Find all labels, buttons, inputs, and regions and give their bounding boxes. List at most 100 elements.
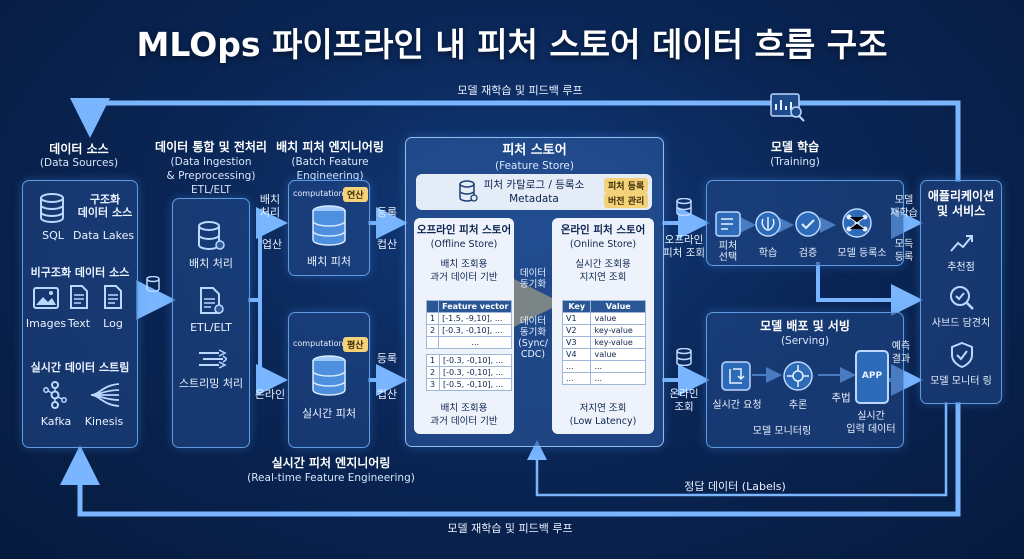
streaming-label: 실시간 데이터 스트림 xyxy=(30,361,130,374)
arrow-ingestion-split xyxy=(248,207,288,302)
data-lakes-label: Data Lakes xyxy=(73,229,135,242)
labels-feedback-label: 정답 데이터 (Labels) xyxy=(684,480,786,493)
realtime-input-label: 실시간 입력 데이터 xyxy=(846,411,896,435)
table-row: 1[-0.3, -0,10], ... xyxy=(426,354,513,367)
online-store-title: 온라인 피처 스토어 xyxy=(560,224,646,236)
image-icon xyxy=(33,287,59,309)
batch-eng-box: computation 연산 배치 피처 xyxy=(288,180,370,276)
table-row: ...... xyxy=(561,360,646,373)
offline-store-desc: 배치 조회용 과거 데이터 기반 xyxy=(430,259,498,283)
data-sources-title: 데이터 소스 xyxy=(49,142,109,156)
table-row: 2[-0.3, -0,10], ... xyxy=(426,366,513,379)
sync-cdc-label: 데이터 동기화 (Sync/ CDC) xyxy=(518,316,548,360)
kafka-label: Kafka xyxy=(40,415,72,428)
batch-in-label: 배치 처리 xyxy=(259,193,281,219)
ingestion-subtitle: (Data Ingestion & Preprocessing) ETL/ELT xyxy=(166,156,256,196)
apps-box: 애플리케이션 및 서비스 추천점 사브드 담견치 모델 모니터 링 xyxy=(920,180,1002,404)
training-subtitle: (Training) xyxy=(770,156,820,168)
recommend-trend-icon xyxy=(950,235,973,252)
validate-label: 검증 xyxy=(798,248,818,259)
app-phone-icon: APP xyxy=(855,350,889,404)
version-mgmt-badge: 버전 관리 xyxy=(604,193,649,208)
recommend-label: 추천점 xyxy=(947,262,975,273)
ingestion-title: 데이터 통합 및 전처리 xyxy=(155,140,267,154)
top-loop-label: 모델 재학습 및 피드백 루프 xyxy=(457,84,583,97)
offline-store-panel: 오프라인 피처 스토어 (Offline Store) 배치 조회용 과거 데이… xyxy=(414,218,514,434)
table-row: ... xyxy=(425,336,513,349)
rt-feature-label: 실시간 피처 xyxy=(301,407,357,420)
online-store-footer: 저지연 조회 (Low Latency) xyxy=(569,403,637,427)
training-box: 피처 선택 학습 검증 모델 등록소 xyxy=(706,180,904,266)
table-row: ...... xyxy=(561,372,646,385)
batch-processing-label: 배치 처리 xyxy=(189,257,233,270)
streaming-icon xyxy=(199,349,227,369)
fraud-search-icon xyxy=(950,286,974,310)
rt-out-label: 등록 xyxy=(376,352,398,365)
text-label: Text xyxy=(67,317,91,330)
retrain-label: 모델 재학습 xyxy=(890,195,918,219)
feature-select-icon xyxy=(715,211,741,237)
catalog-label: 피처 카탈로그 / 등록소 xyxy=(483,179,585,191)
labels-loop xyxy=(527,402,948,497)
monitoring-chart-icon xyxy=(770,93,805,122)
online-store-desc: 실시간 조회용 지지연 조회 xyxy=(575,259,631,283)
page-title: MLOps 파이프라인 내 피처 스토어 데이터 흐름 구조 xyxy=(136,25,888,64)
online-store-panel: 온라인 피처 스토어 (Online Store) 실시간 조회용 지지연 조회… xyxy=(552,218,654,434)
table-row: 1[-1.5, -9,10], ... xyxy=(425,312,513,325)
stream-processing-label: 스트리밍 처리 xyxy=(178,377,244,390)
shield-check-icon xyxy=(951,341,973,369)
rt-eng-title: 실시간 피처 엔지니어링 xyxy=(271,456,391,470)
kinesis-icon xyxy=(90,383,120,407)
batch-computation-label: computation xyxy=(293,189,344,198)
rt-eng-subtitle: (Real-time Feature Engineering) xyxy=(247,472,415,484)
offline-query-label: 오프라인 피처 조회 xyxy=(663,234,705,259)
rt-feature-database-icon xyxy=(312,355,346,396)
kinesis-label: Kinesis xyxy=(84,415,124,428)
inference-label: 추론 xyxy=(788,400,808,411)
text-document-icon xyxy=(70,285,88,309)
batch-feature-label: 배치 피처 xyxy=(307,255,351,268)
catalog-panel: 피처 카탈로그 / 등록소 Metadata 피처 등록 버전 관리 xyxy=(416,174,652,210)
sql-label: SQL xyxy=(42,229,64,242)
feature-register-badge: 피처 등록 xyxy=(604,178,649,193)
batch-in-label2: 업산 xyxy=(261,238,283,251)
brain-icon xyxy=(755,211,781,237)
unstructured-label: 비구조화 데이터 소스 xyxy=(30,266,130,279)
etl-document-icon xyxy=(200,287,224,314)
feature-store-box: 피처 스토어 (Feature Store) 피처 카탈로그 / 등록소 Met… xyxy=(405,137,664,447)
online-query-db-icon xyxy=(676,348,692,366)
sync-label: 데이터 동기화 xyxy=(519,268,547,290)
batch-feature-database-icon xyxy=(312,205,346,246)
serving-subtitle: (Serving) xyxy=(780,335,830,347)
bottom-feedback-loop xyxy=(60,402,961,517)
model-monitor-label: 모델 모니터 링 xyxy=(930,376,992,387)
predict-result-label: 예측 결과 xyxy=(891,341,911,365)
feature-select-label: 피처 선택 xyxy=(718,241,738,263)
validate-check-icon xyxy=(795,211,821,237)
table-row: 2[-0.3, -0,10], ... xyxy=(425,324,513,337)
feature-store-subtitle: (Feature Store) xyxy=(495,160,574,172)
rt-out-label2: 컵산 xyxy=(376,388,398,401)
feature-store-title: 피처 스토어 xyxy=(502,143,567,158)
top-feedback-loop xyxy=(70,98,961,182)
ingestion-box: 배치 처리 ETL/ELT 스트리밍 처리 xyxy=(172,198,250,448)
batch-eng-subtitle: (Batch Feature Engineering) xyxy=(291,156,369,182)
app-label: APP xyxy=(861,371,883,381)
metadata-label: Metadata xyxy=(509,193,559,205)
online-query-label: 온라인 조회 xyxy=(669,388,699,413)
small-database-icon xyxy=(146,276,160,292)
offline-query-db-icon xyxy=(676,198,692,216)
rt-computation-label: computation xyxy=(293,339,344,348)
database-icon xyxy=(40,193,64,223)
inference-icon xyxy=(783,361,813,391)
online-store-subtitle: (Online Store) xyxy=(569,239,637,250)
table-row: 3[-0.5, -0,10], ... xyxy=(426,378,513,391)
batch-processing-icon xyxy=(198,221,225,250)
offline-store-title: 오프라인 피처 스토어 xyxy=(416,224,512,236)
data-sources-box: 구조화 데이터 소스 SQL Data Lakes 비구조화 데이터 소스 Im… xyxy=(22,180,138,448)
